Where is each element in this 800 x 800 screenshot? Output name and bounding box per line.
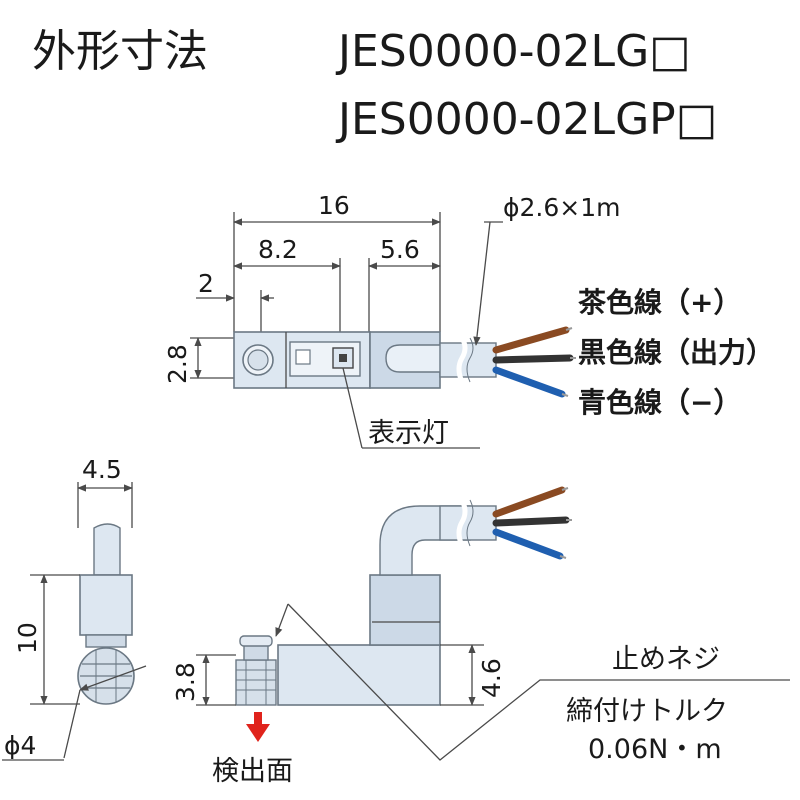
dim-offset: 2 <box>198 269 214 298</box>
cable-top <box>439 342 497 378</box>
indicator-label: 表示灯 <box>368 418 449 449</box>
side-body <box>79 574 133 636</box>
dim-width: 4.5 <box>82 455 122 484</box>
dim-screw-height: 3.8 <box>171 662 200 702</box>
set-screw <box>235 659 277 706</box>
dim-height: 2.8 <box>163 344 192 384</box>
set-screw-label: 止めネジ <box>612 644 720 675</box>
dim-total-length: 16 <box>318 191 350 220</box>
wires-top <box>492 326 576 398</box>
dim-length-a: 8.2 <box>258 235 298 264</box>
model-number-2: JES0000-02LGP□ <box>335 94 717 145</box>
dim-side-height: 10 <box>13 622 42 654</box>
torque-label: 締付けトルク <box>566 696 728 727</box>
front-view: 3.8 4.6 検出面 止めネジ 締付けトルク 0.06N・m <box>171 486 790 787</box>
wire-blue-label: 青色線（−） <box>578 386 741 419</box>
model-number-1: JES0000-02LG□ <box>335 26 691 77</box>
front-gland <box>369 574 441 646</box>
detection-face-label: 検出面 <box>212 756 293 787</box>
side-view: 4.5 10 ϕ4 <box>2 455 147 761</box>
dim-body-height: 4.6 <box>477 658 506 698</box>
torque-value: 0.06N・m <box>588 734 722 765</box>
dim-diameter: ϕ4 <box>4 731 36 760</box>
front-base <box>277 644 441 706</box>
dim-cable: ϕ2.6×1m <box>503 193 620 222</box>
dim-length-b: 5.6 <box>380 235 420 264</box>
title-heading: 外形寸法 <box>32 26 208 77</box>
top-view: 16 8.2 5.6 2 2.8 ϕ2.6×1m <box>163 191 774 449</box>
wire-black-label: 黒色線（出力） <box>578 336 774 369</box>
wires-front <box>492 486 572 560</box>
detection-arrow <box>246 724 270 742</box>
wire-brown-label: 茶色線（+） <box>578 286 741 319</box>
